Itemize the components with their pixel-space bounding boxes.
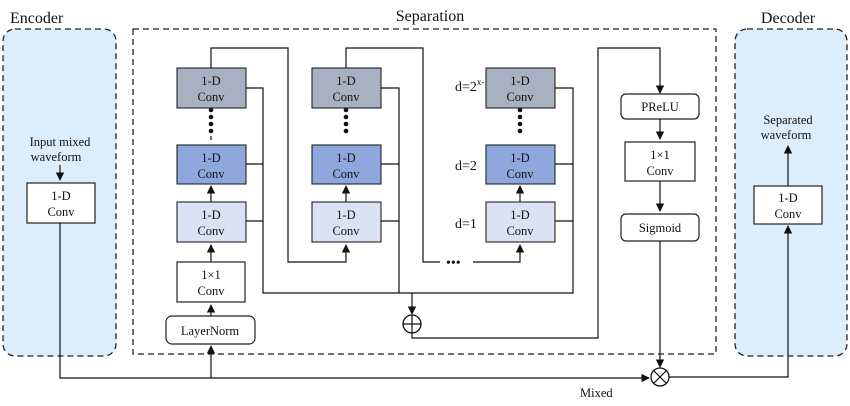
col2-conv-dtop-l1: 1-D xyxy=(336,74,355,88)
col3-conv-d2-l2: Conv xyxy=(506,167,534,181)
pointwise-conv-block xyxy=(176,261,246,303)
encoder-conv-line1: 1-D xyxy=(51,189,70,203)
col2-conv-d1-l2: Conv xyxy=(332,224,360,238)
col3-conv-d1-l2: Conv xyxy=(506,224,534,238)
col1-conv-dtop xyxy=(176,67,247,109)
decoder-output-label-1: Separated xyxy=(763,113,813,127)
column-ellipsis: ••• xyxy=(446,256,461,271)
col2-vertical-dots xyxy=(343,107,349,134)
encoder-title: Encoder xyxy=(10,10,64,27)
separation-title: Separation xyxy=(396,8,464,25)
col1-conv-d2-l1: 1-D xyxy=(201,151,220,165)
col3-conv-d2-l1: 1-D xyxy=(510,151,529,165)
layernorm-label: LayerNorm xyxy=(181,324,240,338)
col1-conv-d1 xyxy=(176,201,247,243)
mixed-label: Mixed xyxy=(580,386,613,400)
col3-conv-dtop-l2: Conv xyxy=(506,90,534,104)
dilation-low-label: d=1 xyxy=(455,217,477,232)
mask-conv-block xyxy=(624,141,696,182)
col2-conv-d1-l1: 1-D xyxy=(336,208,355,222)
col2-conv-d2-l2: Conv xyxy=(332,167,360,181)
encoder-input-label-1: Input mixed xyxy=(30,135,92,149)
col3-vertical-dots xyxy=(517,107,523,134)
col1-conv-d1-l2: Conv xyxy=(197,224,225,238)
col3-conv-dtop-l1: 1-D xyxy=(510,74,529,88)
encoder-conv-line2: Conv xyxy=(47,205,75,219)
col2-conv-d1 xyxy=(311,201,382,243)
decoder-conv-line2: Conv xyxy=(774,207,802,221)
dilation-mid-label: d=2 xyxy=(455,159,477,174)
col3-conv-d2 xyxy=(485,144,556,185)
decoder-output-label-2: waveform xyxy=(761,128,812,142)
pointwise-conv-line1: 1×1 xyxy=(201,268,221,282)
decoder-conv-block xyxy=(753,185,823,225)
col2-conv-dtop xyxy=(311,67,382,109)
col2-conv-dtop-l2: Conv xyxy=(332,90,360,104)
col3-conv-d1 xyxy=(485,201,556,243)
col1-conv-dtop-l1: 1-D xyxy=(201,74,220,88)
col2-conv-d2-l1: 1-D xyxy=(336,151,355,165)
sigmoid-label: Sigmoid xyxy=(639,221,682,235)
encoder-conv-block xyxy=(26,182,96,224)
separation-panel xyxy=(132,28,717,355)
sum-node xyxy=(402,314,422,334)
pointwise-conv-line2: Conv xyxy=(197,284,225,298)
mask-conv-line2: Conv xyxy=(646,164,674,178)
col1-conv-d1-l1: 1-D xyxy=(201,208,220,222)
prelu-label: PReLU xyxy=(641,100,679,114)
col1-conv-d2-l2: Conv xyxy=(197,167,225,181)
encoder-input-label-2: waveform xyxy=(31,150,82,164)
dilation-top-label: d=2x-1 xyxy=(455,77,489,95)
decoder-title: Decoder xyxy=(761,10,816,27)
col1-conv-dtop-l2: Conv xyxy=(197,90,225,104)
multiply-node xyxy=(650,367,670,387)
col1-vertical-dots xyxy=(208,107,214,134)
decoder-conv-line1: 1-D xyxy=(778,191,797,205)
mask-conv-line1: 1×1 xyxy=(650,148,670,162)
col3-conv-d1-l1: 1-D xyxy=(510,208,529,222)
col2-conv-d2 xyxy=(311,144,382,185)
